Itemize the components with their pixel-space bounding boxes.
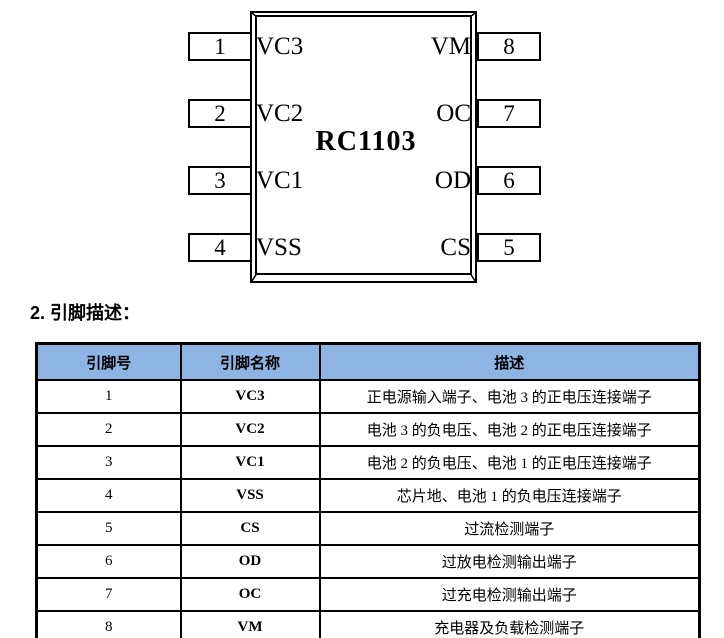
table-row: 3 VC1 电池 2 的负电压、电池 1 的正电压连接端子 [35, 445, 701, 480]
table-row: 7 OC 过充电检测输出端子 [35, 577, 701, 612]
cell-description: 电池 3 的负电压、电池 2 的正电压连接端子 [318, 412, 701, 447]
cell-description: 电池 2 的负电压、电池 1 的正电压连接端子 [318, 445, 701, 480]
pin-box-2: 2 [188, 99, 252, 128]
cell-pin-name: VM [179, 610, 321, 638]
cell-pin-name: OC [179, 577, 321, 612]
cell-pin-number: 4 [35, 478, 182, 513]
cell-pin-number: 1 [35, 379, 182, 414]
pin-label-vc2: VC2 [256, 100, 304, 127]
chip-name: RC1103 [315, 126, 417, 157]
pin-label-vc1: VC1 [256, 167, 304, 194]
cell-pin-number: 6 [35, 544, 182, 579]
cell-pin-name: VC2 [179, 412, 321, 447]
cell-pin-number: 7 [35, 577, 182, 612]
pin-box-1: 1 [188, 32, 252, 61]
pin-label-vss: VSS [256, 234, 302, 261]
table-row: 6 OD 过放电检测输出端子 [35, 544, 701, 579]
cell-description: 过充电检测输出端子 [318, 577, 701, 612]
table-row: 2 VC2 电池 3 的负电压、电池 2 的正电压连接端子 [35, 412, 701, 447]
cell-pin-number: 3 [35, 445, 182, 480]
cell-pin-name: OD [179, 544, 321, 579]
cell-description: 正电源输入端子、电池 3 的正电压连接端子 [318, 379, 701, 414]
section-title: 2. 引脚描述： [30, 303, 141, 323]
pin-box-8: 8 [477, 32, 541, 61]
pin-label-vc3: VC3 [256, 33, 304, 60]
cell-pin-number: 2 [35, 412, 182, 447]
cell-description: 过放电检测输出端子 [318, 544, 701, 579]
table-row: 8 VM 充电器及负载检测端子 [35, 610, 701, 638]
cell-pin-name: VC1 [179, 445, 321, 480]
cell-pin-name: CS [179, 511, 321, 546]
cell-pin-name: VC3 [179, 379, 321, 414]
pin-box-6: 6 [477, 166, 541, 195]
cell-description: 芯片地、电池 1 的负电压连接端子 [318, 478, 701, 513]
cell-description: 充电器及负载检测端子 [318, 610, 701, 638]
pin-label-oc: OC [436, 100, 471, 127]
table-header-row: 引脚号 引脚名称 描述 [35, 342, 701, 381]
cell-pin-name: VSS [179, 478, 321, 513]
pin-box-5: 5 [477, 233, 541, 262]
pin-box-4: 4 [188, 233, 252, 262]
header-pin-name: 引脚名称 [179, 342, 321, 381]
cell-pin-number: 5 [35, 511, 182, 546]
pin-description-table: 引脚号 引脚名称 描述 1 VC3 正电源输入端子、电池 3 的正电压连接端子 … [35, 342, 701, 638]
pin-box-7: 7 [477, 99, 541, 128]
header-description: 描述 [318, 342, 701, 381]
cell-pin-number: 8 [35, 610, 182, 638]
chip-package-outline [250, 11, 477, 283]
header-pin-number: 引脚号 [35, 342, 182, 381]
cell-description: 过流检测端子 [318, 511, 701, 546]
table-row: 1 VC3 正电源输入端子、电池 3 的正电压连接端子 [35, 379, 701, 414]
table-row: 5 CS 过流检测端子 [35, 511, 701, 546]
pin-label-cs: CS [440, 234, 471, 261]
pin-label-od: OD [434, 167, 471, 194]
pin-label-vm: VM [430, 33, 471, 60]
table-row: 4 VSS 芯片地、电池 1 的负电压连接端子 [35, 478, 701, 513]
pin-box-3: 3 [188, 166, 252, 195]
